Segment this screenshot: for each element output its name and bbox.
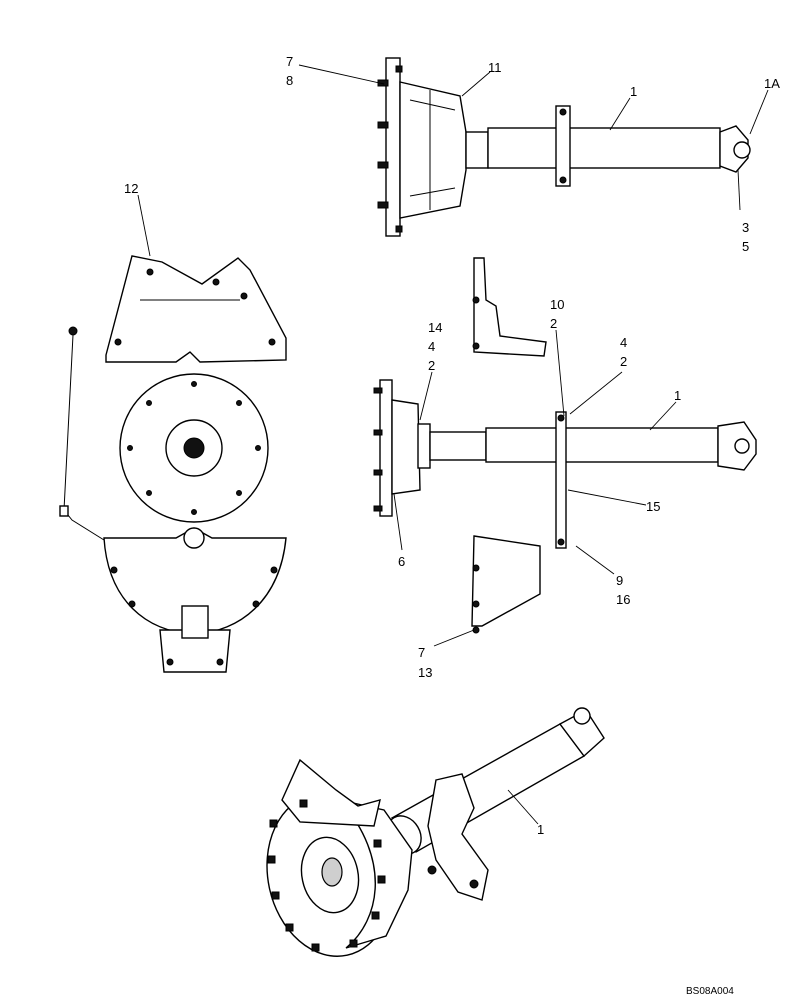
callout-1a-top: 1A xyxy=(764,76,780,91)
callout-6-mid: 6 xyxy=(398,554,405,569)
callout-5-top: 5 xyxy=(742,239,749,254)
callout-1-top: 1 xyxy=(630,84,637,99)
top-shaft-assembly xyxy=(377,57,751,237)
callout-4-mid-b: 4 xyxy=(620,335,627,350)
callout-8-top: 8 xyxy=(286,73,293,88)
callout-7-top: 7 xyxy=(286,54,293,69)
callout-10-mid: 10 xyxy=(550,297,564,312)
callout-9-mid: 9 xyxy=(616,573,623,588)
callout-1-mid: 1 xyxy=(674,388,681,403)
callout-2-mid-b: 2 xyxy=(550,316,557,331)
callout-12-left: 12 xyxy=(124,181,138,196)
callout-4-mid-a: 4 xyxy=(428,339,435,354)
callout-14-mid: 14 xyxy=(428,320,442,335)
left-flywheel-assembly xyxy=(59,255,287,673)
drawing-code: BS08A004 xyxy=(686,986,734,997)
callout-13-mid: 13 xyxy=(418,665,432,680)
callouts: 7 8 11 1 1A 3 5 12 14 4 2 10 2 4 2 1 15 … xyxy=(124,54,780,837)
flywheel-holes xyxy=(127,381,261,515)
callout-3-top: 3 xyxy=(742,220,749,235)
callout-2-mid-c: 2 xyxy=(620,354,627,369)
callout-16-mid: 16 xyxy=(616,592,630,607)
middle-shaft-assembly xyxy=(373,257,757,634)
callout-15-mid: 15 xyxy=(646,499,660,514)
callout-7-mid: 7 xyxy=(418,645,425,660)
rim-bolts xyxy=(267,799,386,952)
callout-11-top: 11 xyxy=(488,60,502,75)
callout-2-mid-a: 2 xyxy=(428,358,435,373)
callout-1-bottom: 1 xyxy=(537,822,544,837)
bottom-isometric-assembly xyxy=(266,707,605,957)
leader-lines xyxy=(137,64,769,825)
flange-bolts xyxy=(377,65,403,233)
